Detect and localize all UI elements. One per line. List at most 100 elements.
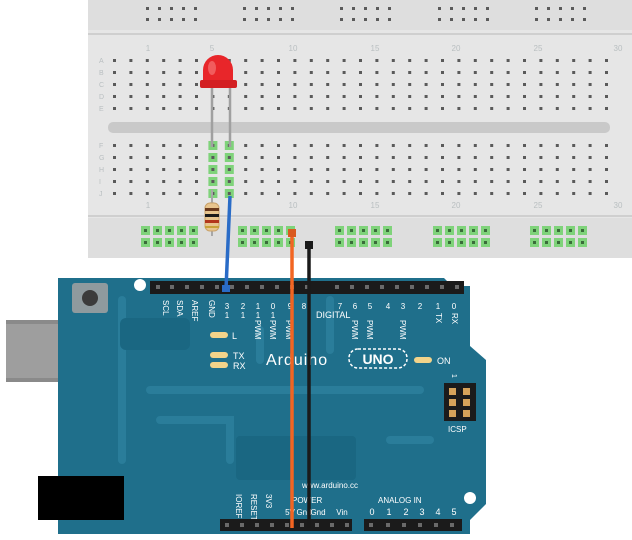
grid-hole — [359, 144, 362, 147]
header-pin — [386, 523, 390, 527]
grid-hole — [473, 95, 477, 98]
rail-hole — [279, 7, 282, 10]
pwm-labels: PWM PWM PWM PWM PWM PWM — [253, 320, 407, 340]
grid-hole — [523, 107, 526, 110]
grid-hole — [342, 83, 346, 86]
grid-hole — [490, 83, 494, 86]
reset-button-cap[interactable] — [82, 290, 98, 306]
grid-hole — [277, 144, 280, 147]
grid-hole — [441, 192, 444, 195]
rail-hole — [486, 7, 489, 10]
grid-hole — [490, 95, 494, 98]
col-number: 20 — [452, 44, 461, 53]
grid-hole — [424, 180, 428, 183]
grid-hole — [129, 156, 133, 159]
wire-blue[interactable] — [224, 195, 232, 290]
breadboard-top-rail — [88, 0, 632, 30]
grid-hole — [293, 192, 297, 195]
rail-hole — [559, 18, 562, 21]
grid-hole — [244, 144, 248, 147]
grid-hole — [244, 83, 248, 86]
grid-hole — [178, 71, 182, 74]
grid-hole — [326, 83, 330, 86]
header-pin — [380, 285, 384, 289]
grid-hole — [441, 107, 444, 110]
grid-hole — [572, 107, 576, 110]
pin-label: 4 — [435, 507, 440, 517]
rail-hole — [388, 7, 391, 10]
rail-hole — [364, 18, 367, 21]
grid-hole — [359, 95, 362, 98]
rail-hole — [374, 229, 377, 232]
header-pin — [255, 523, 259, 527]
grid-hole — [129, 192, 133, 195]
rail-hole — [180, 229, 183, 232]
grid-hole — [605, 107, 608, 110]
grid-hole — [113, 192, 116, 195]
grid-hole — [391, 59, 395, 62]
grid-hole — [359, 168, 362, 171]
grid-hole — [572, 83, 576, 86]
grid-hole — [441, 71, 444, 74]
grid-hole — [359, 192, 362, 195]
rail-hole — [559, 7, 562, 10]
rail-hole — [253, 229, 256, 232]
grid-hole — [424, 95, 428, 98]
header-pin — [185, 285, 189, 289]
icsp-pin — [449, 410, 456, 417]
header-pin — [225, 523, 229, 527]
rail-hole — [180, 241, 183, 244]
header-pin — [245, 285, 249, 289]
mounting-hole — [134, 279, 146, 291]
grid-hole — [326, 168, 330, 171]
grid-hole — [277, 95, 280, 98]
grid-hole — [408, 83, 412, 86]
top-rail-holes — [146, 7, 586, 21]
header-pin — [440, 285, 444, 289]
resistor[interactable] — [204, 190, 220, 236]
grid-hole — [342, 107, 346, 110]
grid-hole — [523, 180, 526, 183]
grid-hole — [178, 168, 182, 171]
header-pin — [455, 285, 459, 289]
grid-hole — [260, 83, 264, 86]
grid-hole — [555, 192, 559, 195]
rail-hole — [374, 241, 377, 244]
rail-hole — [243, 18, 246, 21]
grid-hole — [605, 83, 608, 86]
rail-hole — [547, 18, 550, 21]
pin-label: 1 — [386, 507, 391, 517]
grid-hole — [244, 192, 248, 195]
rail-hole — [474, 18, 477, 21]
rail-hole — [376, 18, 379, 21]
col-number: 10 — [289, 44, 298, 53]
grid-hole — [539, 180, 543, 183]
grid-hole — [375, 83, 379, 86]
grid-hole — [244, 156, 248, 159]
col-number: 20 — [452, 201, 461, 210]
grid-hole — [572, 180, 576, 183]
pin-number: 1 — [241, 311, 246, 320]
grid-hole — [244, 59, 248, 62]
uno-label: UNO — [362, 351, 393, 367]
rail-hole — [338, 229, 341, 232]
pin-number: 2 — [418, 302, 423, 311]
row-letter: D — [99, 94, 104, 101]
grid-hole — [162, 144, 166, 147]
grid-hole — [195, 180, 198, 183]
grid-holes — [113, 59, 608, 198]
grid-hole — [293, 156, 297, 159]
pin-label: Gnd — [296, 508, 311, 517]
led[interactable] — [200, 55, 237, 147]
grid-hole — [457, 107, 461, 110]
rail-hole — [255, 7, 258, 10]
grid-hole — [441, 95, 444, 98]
rail-hole — [569, 241, 572, 244]
grid-hole — [195, 168, 198, 171]
grid-hole — [506, 59, 510, 62]
grid-hole — [145, 144, 149, 147]
col-number: 10 — [289, 201, 298, 210]
grid-hole — [178, 83, 182, 86]
grid-hole — [391, 95, 395, 98]
wire-blue-end — [222, 285, 230, 292]
